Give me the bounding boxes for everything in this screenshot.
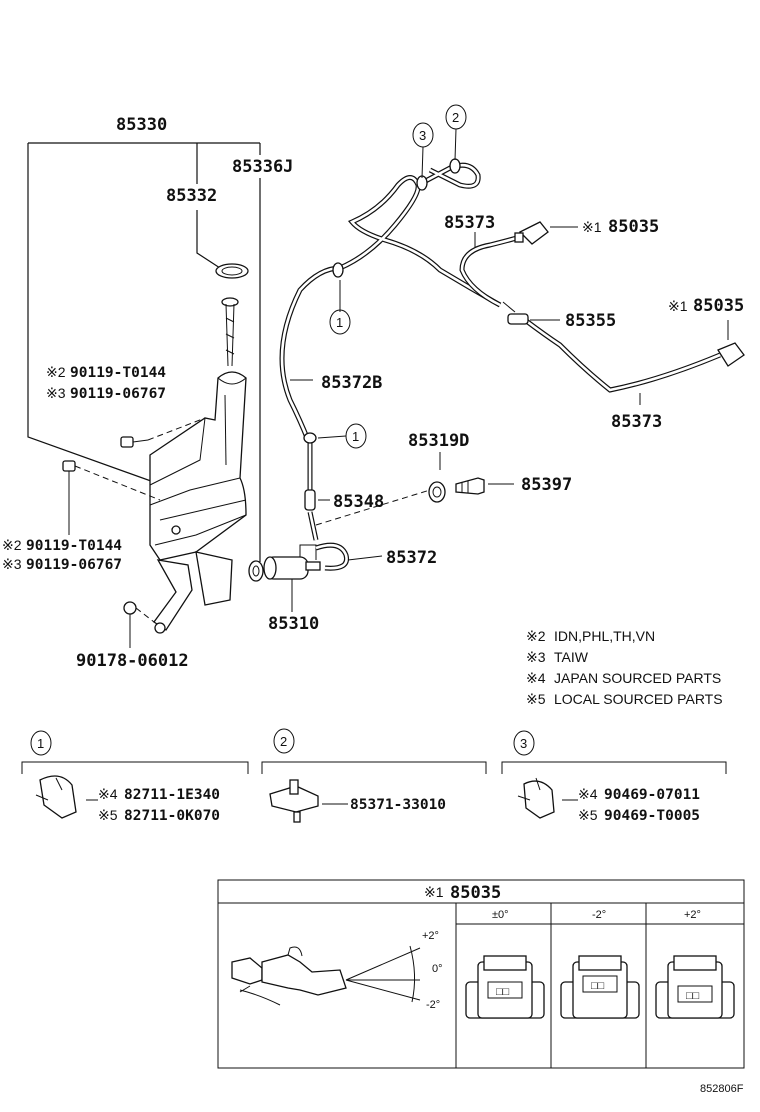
label-85319D: 85319D — [408, 431, 469, 451]
svg-text:1: 1 — [336, 315, 343, 330]
svg-text:2: 2 — [452, 110, 459, 125]
svg-text:※5: ※5 — [526, 691, 546, 707]
svg-text:□□: □□ — [496, 986, 510, 998]
svg-text:LOCAL SOURCED PARTS: LOCAL SOURCED PARTS — [554, 691, 723, 707]
label-85372B: 85372B — [321, 373, 382, 393]
mark-2-bolt-upper: ※2 — [46, 364, 66, 380]
svg-text:※5: ※5 — [578, 807, 598, 823]
svg-text:3: 3 — [419, 128, 426, 143]
col-plus2: +2° — [684, 909, 701, 921]
svg-text:90469-T0005: 90469-T0005 — [604, 808, 700, 824]
detail-box-2: 2 85371-33010 — [261, 728, 487, 823]
label-bolt-upper-a: 90119-T0144 — [70, 365, 166, 381]
svg-text:-2°: -2° — [426, 999, 440, 1011]
label-85348: 85348 — [333, 492, 384, 512]
label-85397: 85397 — [521, 475, 572, 495]
washer-pump — [263, 544, 321, 602]
svg-text:85371-33010: 85371-33010 — [350, 797, 446, 813]
bolt-upper — [120, 436, 149, 448]
hose-joint — [502, 301, 529, 325]
svg-text:※4: ※4 — [98, 786, 118, 802]
mark-1-upper: ※1 — [582, 219, 602, 235]
svg-text:82711-0K070: 82711-0K070 — [124, 808, 220, 824]
label-85373-lower: 85373 — [611, 412, 662, 432]
svg-text:0°: 0° — [432, 963, 443, 975]
hose-clamps — [303, 158, 461, 444]
svg-text:TAIW: TAIW — [554, 649, 589, 665]
label-85355: 85355 — [565, 311, 616, 331]
svg-text:JAPAN SOURCED PARTS: JAPAN SOURCED PARTS — [554, 670, 721, 686]
level-sensor — [455, 477, 485, 495]
label-85372: 85372 — [386, 548, 437, 568]
label-90178-06012: 90178-06012 — [76, 651, 189, 671]
svg-text:※4: ※4 — [526, 670, 546, 686]
nozzle-side-view: +2° 0° -2° — [231, 930, 443, 1011]
callout-circle-2-top: 2 — [445, 104, 467, 161]
filler-strainer — [221, 297, 239, 367]
svg-text:+2°: +2° — [422, 930, 439, 942]
col-0deg: ±0° — [492, 909, 509, 921]
label-85035-right: 85035 — [693, 296, 744, 316]
label-bolt-lower-b: 90119-06767 — [26, 557, 122, 573]
svg-text:□□: □□ — [686, 990, 700, 1002]
svg-text:90469-07011: 90469-07011 — [604, 787, 700, 803]
label-bolt-upper-b: 90119-06767 — [70, 386, 166, 402]
svg-text:1: 1 — [37, 736, 44, 751]
mark-3-bolt-upper: ※3 — [46, 385, 66, 401]
grommet-85319D — [428, 481, 446, 503]
region-notes: ※2 IDN,PHL,TH,VN ※3 TAIW ※4 JAPAN SOURCE… — [526, 628, 723, 707]
callout-circle-1-mid: 1 — [329, 309, 351, 335]
svg-text:2: 2 — [280, 734, 287, 749]
label-85373-upper: 85373 — [444, 213, 495, 233]
clip-90178 — [123, 601, 137, 648]
bolt-lower — [62, 460, 76, 535]
tank-cap — [215, 263, 249, 279]
leaders — [290, 226, 729, 612]
label-85336J: 85336J — [232, 157, 293, 177]
svg-text:IDN,PHL,TH,VN: IDN,PHL,TH,VN — [554, 628, 655, 644]
svg-text:□□: □□ — [591, 980, 605, 992]
svg-text:82711-1E340: 82711-1E340 — [124, 787, 220, 803]
mark-2-bolt-lower: ※2 — [2, 537, 22, 553]
figure-id: 852806F — [700, 1083, 744, 1095]
grommet — [248, 560, 264, 582]
assembly-bracket — [27, 142, 261, 562]
callout-circle-3-top: 3 — [412, 122, 434, 179]
table-title: 85035 — [450, 883, 501, 903]
nozzle-front-plus2: □□ — [655, 955, 735, 1019]
washer-nozzle-upper — [514, 221, 549, 245]
check-valve — [304, 489, 316, 511]
mark-3-bolt-lower: ※3 — [2, 556, 22, 572]
label-85310: 85310 — [268, 614, 319, 634]
svg-text:※3: ※3 — [526, 649, 546, 665]
mark-1-right: ※1 — [668, 298, 688, 314]
detail-box-1: 1 ※4 82711-1E340 ※5 82711-0K070 — [21, 730, 249, 824]
table-mark: ※1 — [424, 884, 444, 900]
label-85035-upper: 85035 — [608, 217, 659, 237]
svg-text:※2: ※2 — [526, 628, 546, 644]
svg-text:※4: ※4 — [578, 786, 598, 802]
svg-text:※5: ※5 — [98, 807, 118, 823]
nozzle-detail-table: ※1 85035 ±0° -2° +2° +2° 0° -2° □□ — [217, 879, 745, 1069]
label-85332: 85332 — [166, 186, 217, 206]
svg-text:1: 1 — [352, 429, 359, 444]
nozzle-front-minus2: □□ — [560, 955, 640, 1019]
svg-text:3: 3 — [520, 736, 527, 751]
label-bolt-lower-a: 90119-T0144 — [26, 538, 122, 554]
washer-tank — [149, 371, 247, 634]
callout-circle-1-low: 1 — [345, 423, 367, 449]
detail-box-3: 3 ※4 90469-07011 ※5 90469-T0005 — [501, 730, 727, 824]
col-minus2: -2° — [592, 909, 606, 921]
washer-nozzle-right — [717, 342, 745, 367]
nozzle-front-0deg: □□ — [465, 955, 545, 1019]
label-85330: 85330 — [116, 115, 167, 135]
